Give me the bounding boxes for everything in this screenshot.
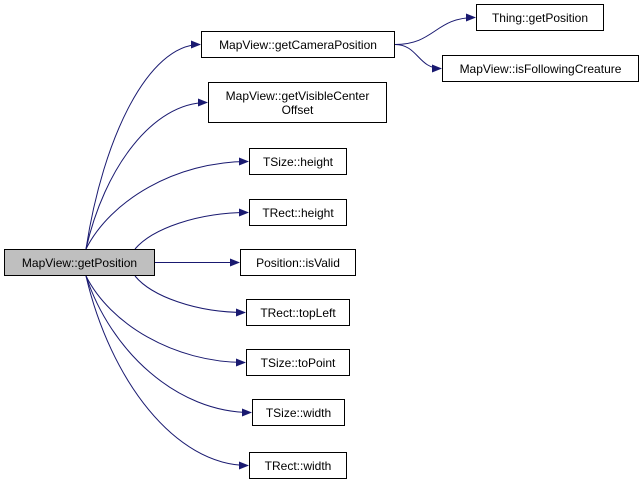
node-label-line2: Offset (281, 102, 314, 117)
node-tsize-width[interactable]: TSize::width (252, 399, 345, 426)
edge-root-to-tsizeHeight (85, 157, 249, 250)
node-label: MapView::isFollowingCreature (459, 61, 622, 76)
node-label: MapView::getPosition (21, 255, 138, 270)
node-trect-width[interactable]: TRect::width (249, 452, 347, 479)
edge-root-to-getCameraPosition (85, 40, 201, 250)
node-mapview-getcameraposition[interactable]: MapView::getCameraPosition (201, 31, 395, 58)
node-mapview-getvisiblecenteroffset[interactable]: MapView::getVisibleCenter Offset (208, 82, 387, 123)
node-position-isvalid[interactable]: Position::isValid (240, 249, 356, 276)
node-trect-topleft[interactable]: TRect::topLeft (246, 299, 350, 326)
node-label-line1: MapView::getVisibleCenter (225, 88, 370, 103)
edge-getCameraPosition-to-isFollowingCreature (394, 44, 442, 73)
node-mapview-getposition: MapView::getPosition (4, 249, 155, 276)
node-label: Position::isValid (256, 255, 340, 270)
node-label: TSize::width (265, 405, 332, 420)
node-label: MapView::getCameraPosition (219, 37, 377, 52)
edge-root-to-tsizeWidth (85, 275, 252, 417)
node-label: TRect::width (264, 458, 332, 473)
node-label: TSize::height (262, 154, 334, 169)
node-mapview-isfollowingcreature[interactable]: MapView::isFollowingCreature (442, 55, 639, 82)
edge-getCameraPosition-to-thingGetPosition (394, 13, 476, 45)
node-label: TRect::height (262, 205, 334, 220)
node-tsize-height[interactable]: TSize::height (249, 148, 347, 175)
node-label: TSize::toPoint (260, 355, 336, 370)
node-thing-getposition[interactable]: Thing::getPosition (476, 4, 604, 31)
node-label: Thing::getPosition (491, 10, 589, 25)
node-trect-height[interactable]: TRect::height (249, 199, 347, 226)
edge-root-to-tsizeToPoint (85, 275, 246, 367)
edge-root-to-trectTopLeft (134, 275, 246, 317)
edge-root-to-getVisibleCenterOffset (85, 98, 208, 250)
node-tsize-topoint[interactable]: TSize::toPoint (246, 349, 350, 376)
node-label: TRect::topLeft (260, 305, 336, 320)
edge-root-to-trectHeight (134, 208, 249, 250)
edge-root-to-trectWidth (85, 275, 249, 470)
